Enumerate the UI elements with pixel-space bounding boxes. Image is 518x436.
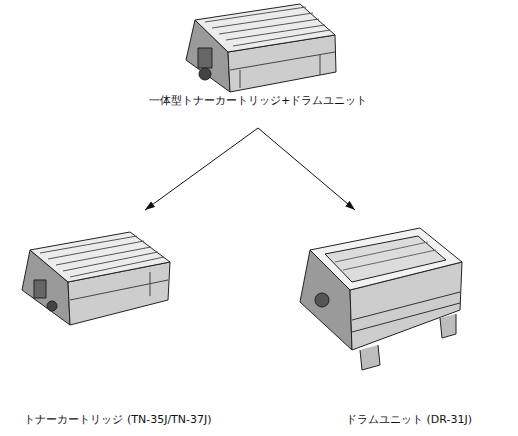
unit-top-face [195,4,335,52]
unit-gear [198,48,212,68]
arrow-connector [258,128,355,210]
drum-gear [315,293,329,307]
part-caption: 一体型トナーカートリッジ+ドラムユニット [149,94,367,108]
illustration-node: ドラムユニット (DR-31J) [300,210,518,432]
drum-rails [335,242,436,270]
toner-ribs [40,236,164,277]
unit-ribs [205,7,330,46]
drum-opening [325,236,446,282]
drum-unit-illustration [300,228,462,370]
toner-details [70,272,168,300]
toner-top-face [30,232,170,282]
arrow-connector [145,128,258,210]
drum-top-frame [310,228,462,290]
toner-hub [47,301,57,311]
combined-unit-illustration [186,4,336,92]
toner-gear [34,280,46,298]
drum-feet [360,314,456,370]
part-caption: ドラムユニット (DR-31J) [346,413,472,427]
unit-details [230,52,335,88]
part-caption: トナーカートリッジ (TN-35J/TN-37J) [24,413,211,427]
toner-cartridge-illustration [22,232,170,325]
illustration-node: トナーカートリッジ (TN-35J/TN-37J) [0,210,236,432]
unit-roller-end [199,68,211,80]
illustration-node: 一体型トナーカートリッジ+ドラムユニット [140,0,376,128]
